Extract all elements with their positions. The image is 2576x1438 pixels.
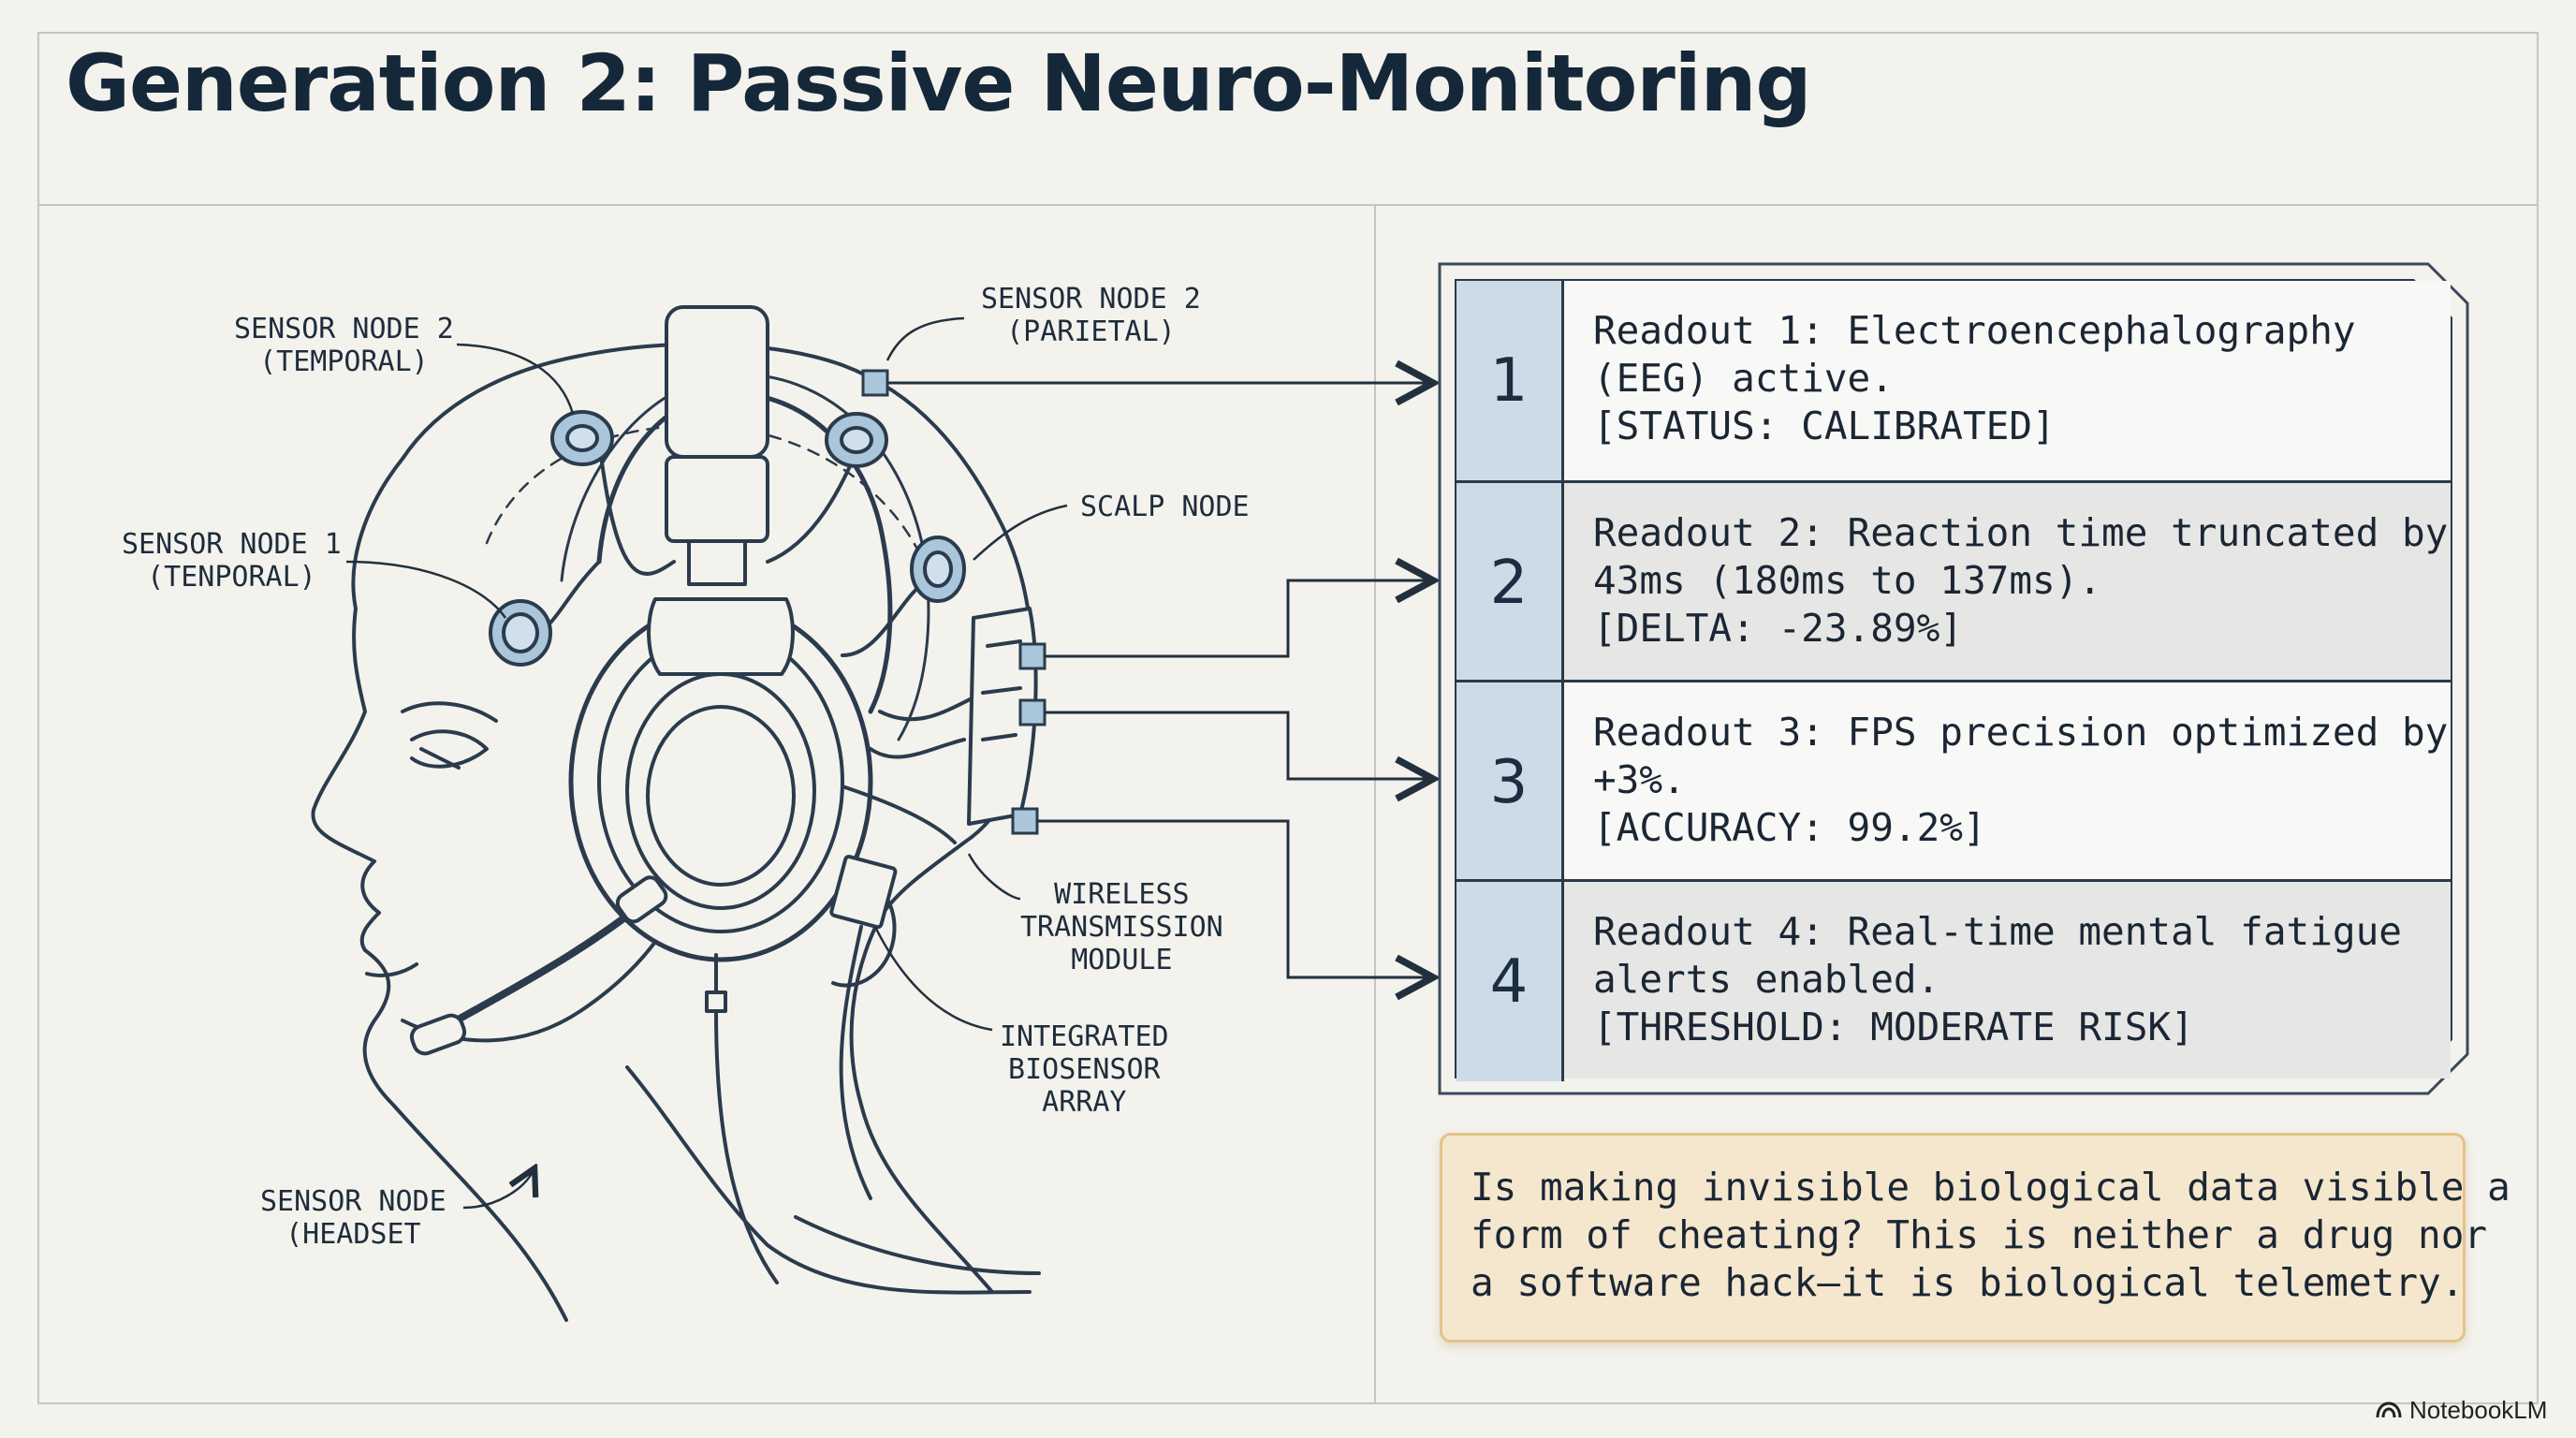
callout-sensor-node-2-temporal: SENSOR NODE 2(TEMPORAL) bbox=[234, 313, 454, 378]
question-text: Is making invisible biological data visi… bbox=[1471, 1165, 2510, 1305]
readout-text: Readout 2: Reaction time truncated by 43… bbox=[1593, 510, 2449, 651]
slide-frame bbox=[37, 32, 2539, 1404]
readout-text: Readout 3: FPS precision optimized by +3… bbox=[1593, 710, 2449, 850]
brand-watermark: NotebookLM bbox=[2376, 1393, 2547, 1427]
head-headset-illustration bbox=[311, 305, 1068, 1322]
arrow-to-readout-2 bbox=[1045, 580, 1430, 658]
arrow-to-readout-3 bbox=[1045, 711, 1430, 779]
callout-scalp-node: SCALP NODE bbox=[1080, 491, 1250, 523]
readout-row: 4 Readout 4: Real-time mental fatigue al… bbox=[1456, 879, 2451, 1081]
readout-divider bbox=[1561, 882, 1564, 1081]
readout-number: 1 bbox=[1456, 281, 1561, 480]
readout-row: 2 Readout 2: Reaction time truncated by … bbox=[1456, 480, 2451, 682]
readouts-panel: 1 Readout 1: Electroencephalography (EEG… bbox=[1456, 281, 2451, 1081]
head-outline bbox=[311, 342, 1035, 1322]
callout-sensor-node-1-temporal: SENSOR NODE 1(TENPORAL) bbox=[122, 528, 342, 594]
readout-text: Readout 4: Real-time mental fatigue aler… bbox=[1593, 909, 2402, 1049]
readout-text: Readout 1: Electroencephalography (EEG) … bbox=[1593, 308, 2356, 448]
notebooklm-logo-icon bbox=[2376, 1401, 2402, 1418]
readout-number: 4 bbox=[1456, 882, 1561, 1081]
slide-title: Generation 2: Passive Neuro-Monitoring bbox=[66, 37, 1812, 129]
readout-divider bbox=[1561, 682, 1564, 882]
column-divider bbox=[1374, 206, 1376, 1404]
readout-divider bbox=[1561, 483, 1564, 682]
brand-name: NotebookLM bbox=[2409, 1395, 2548, 1424]
callout-sensor-node-2-parietal: SENSOR NODE 2(PARIETAL) bbox=[981, 283, 1201, 348]
readout-row: 3 Readout 3: FPS precision optimized by … bbox=[1456, 680, 2451, 882]
title-bar bbox=[37, 32, 2539, 206]
callout-sensor-node-headset: SENSOR NODE(HEADSET bbox=[260, 1185, 446, 1251]
readout-number: 2 bbox=[1456, 483, 1561, 682]
readout-number: 3 bbox=[1456, 682, 1561, 882]
question-box: Is making invisible biological data visi… bbox=[1440, 1133, 2510, 1343]
arrow-to-readout-4 bbox=[1037, 819, 1430, 977]
readout-divider bbox=[1561, 281, 1564, 480]
readout-row: 1 Readout 1: Electroencephalography (EEG… bbox=[1456, 281, 2451, 480]
